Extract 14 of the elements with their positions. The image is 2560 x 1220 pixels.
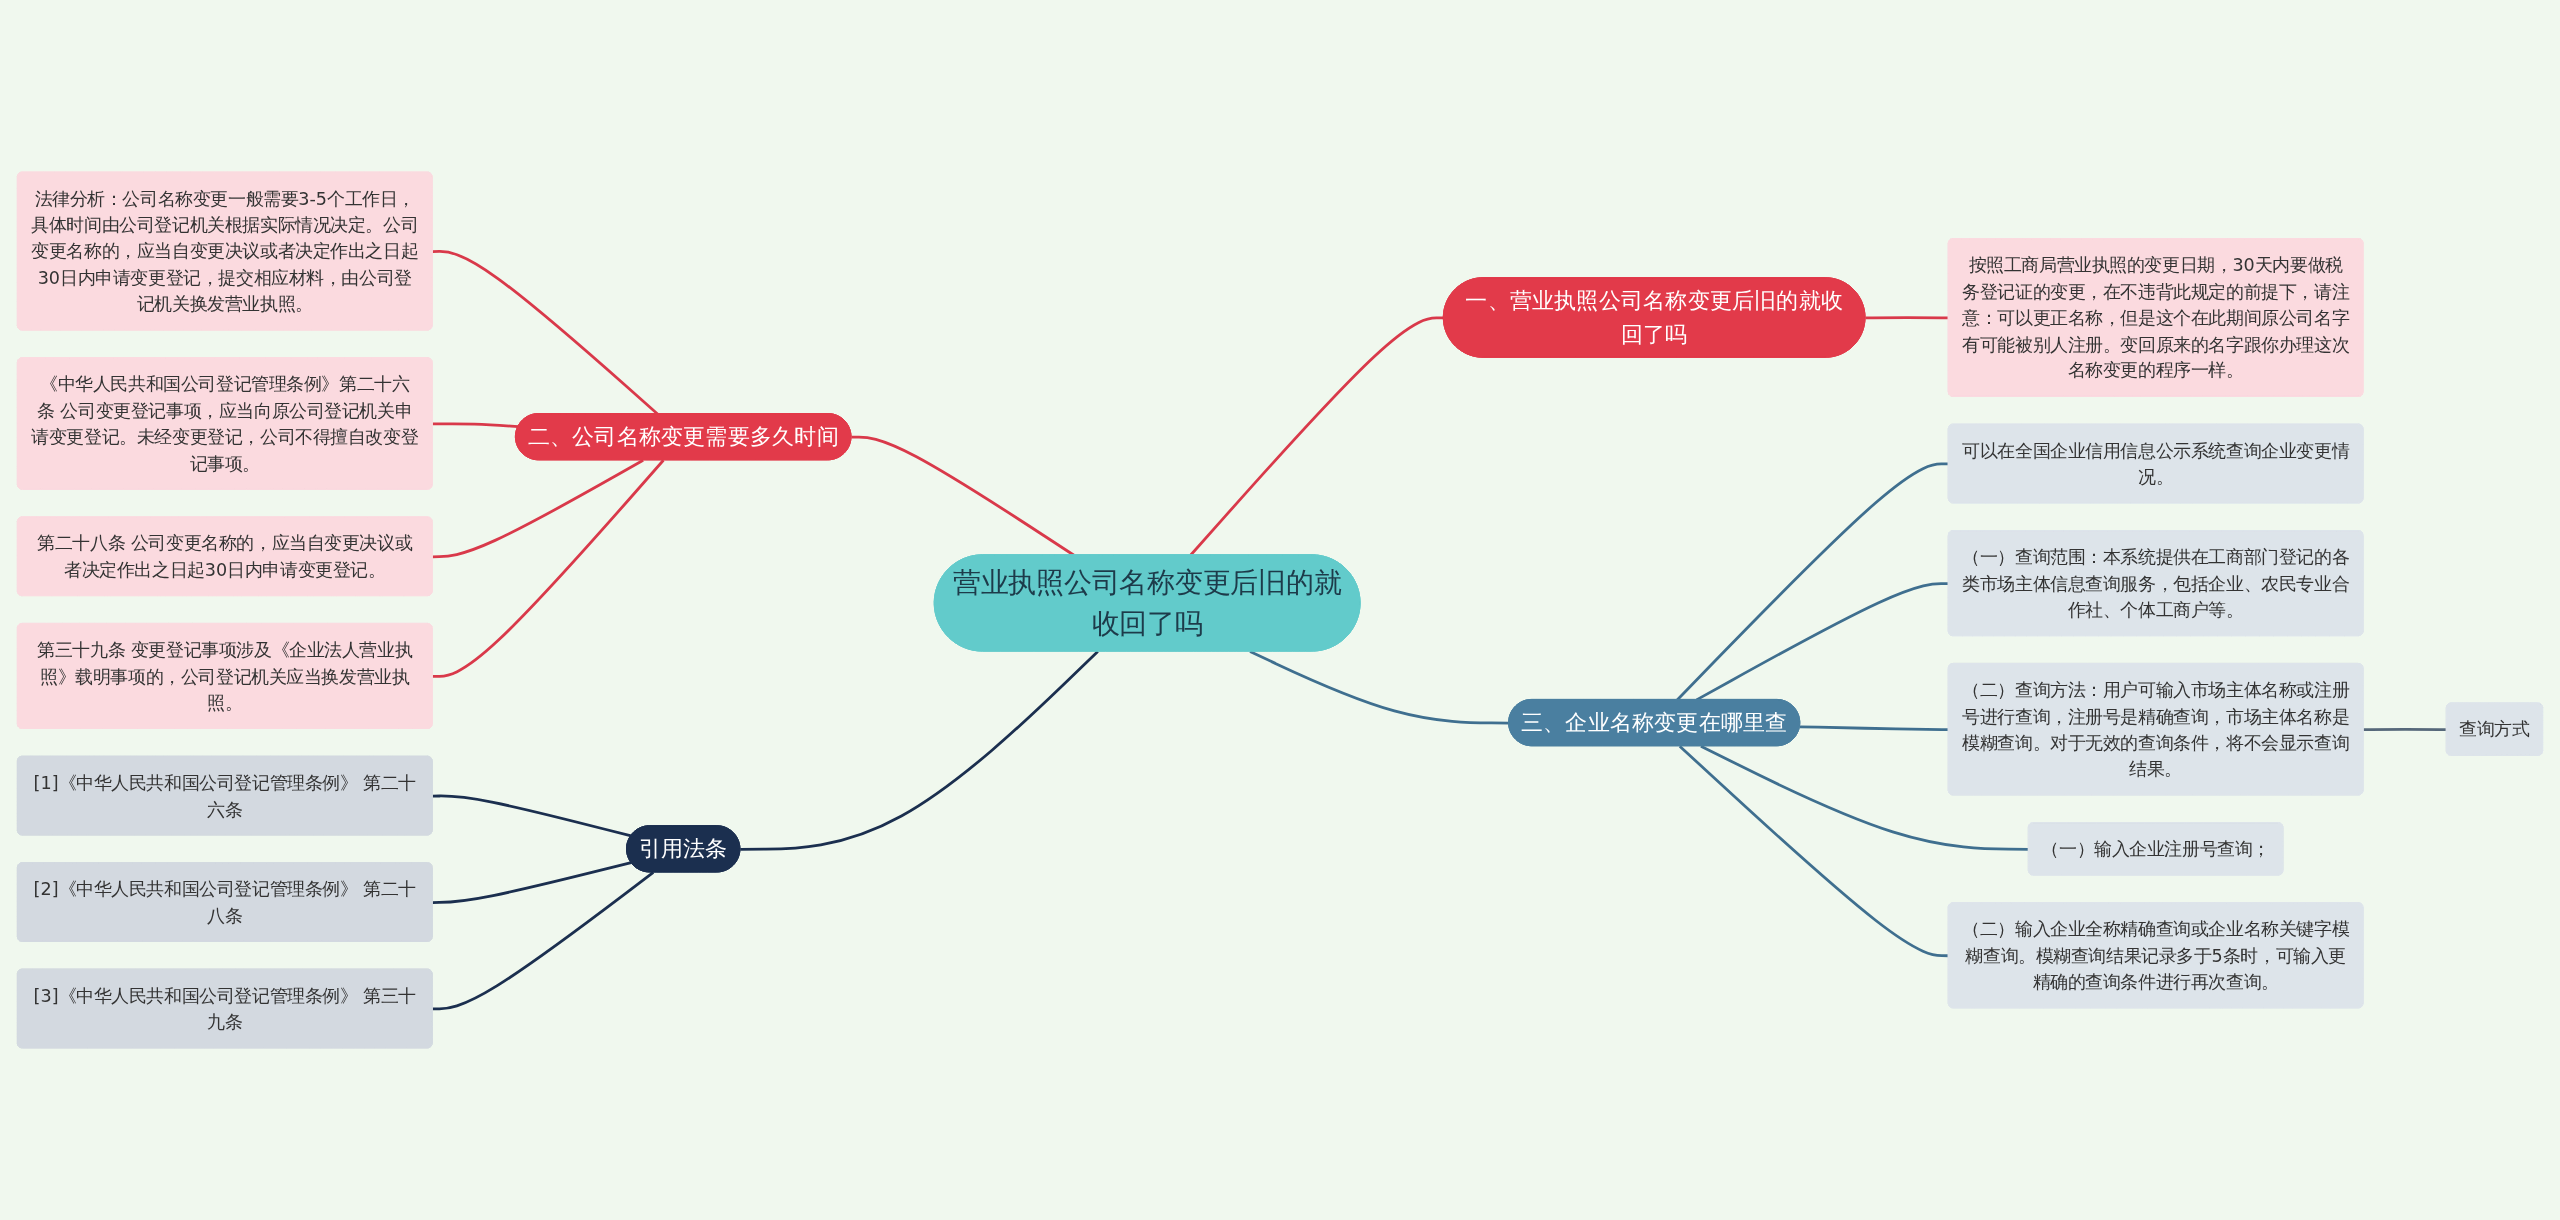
connector — [432, 861, 632, 904]
connector — [432, 422, 519, 429]
connector — [432, 794, 632, 838]
connector — [432, 459, 665, 678]
connector — [1700, 744, 2029, 851]
connector — [1676, 462, 1949, 701]
connector — [740, 650, 1099, 851]
connector — [2363, 727, 2447, 732]
connector — [1249, 650, 1510, 725]
connector — [432, 871, 655, 1011]
connector — [1678, 745, 1949, 958]
connector — [1799, 725, 1949, 732]
connector — [1865, 316, 1949, 320]
connector — [432, 459, 644, 559]
